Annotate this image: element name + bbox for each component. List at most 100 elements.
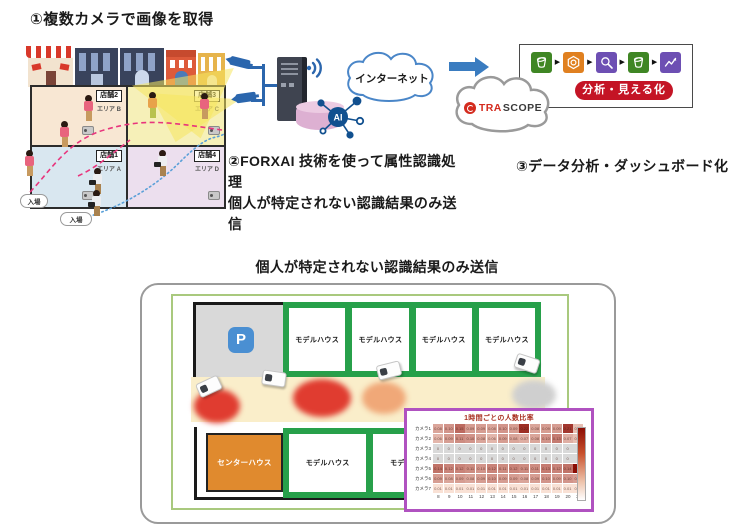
heatmap-cell: 0 xyxy=(530,444,541,453)
heatmap-cell: 0 xyxy=(530,454,541,463)
heatmap-row-label: カメラ6 xyxy=(414,475,431,481)
heatmap-cell: 0.13 xyxy=(540,464,551,473)
heatmap-cell: 0.11 xyxy=(465,464,476,473)
camera-wire xyxy=(251,99,264,102)
person-figure xyxy=(200,93,209,120)
heatmap-cell: 0.12 xyxy=(486,464,497,473)
building-icon xyxy=(120,48,164,87)
step2-caption-line1: ②FORXAI 技術を使って属性認識処理 xyxy=(228,153,456,190)
heatmap-cell: 0.06 xyxy=(486,434,497,443)
heatmap-x-tick: 15 xyxy=(511,494,517,499)
pipeline-arrow-icon: ▶ xyxy=(554,59,561,66)
heatmap-cell: 0.07 xyxy=(562,434,573,443)
model-house-box: モデルハウス xyxy=(415,308,472,371)
heatmap-cell: 0.10 xyxy=(562,474,573,483)
heatmap-cell: 0.01 xyxy=(433,484,443,493)
store-label: 店舗2 xyxy=(96,90,122,103)
heatmap-cell: 0.06 xyxy=(433,434,443,443)
trascope-logo-tra: TRA xyxy=(478,102,502,114)
heatmap-cell: 0.09 xyxy=(540,424,551,433)
ai-label: AI xyxy=(334,113,343,123)
heatmap-cell: 0.09 xyxy=(465,424,476,433)
heatmap-x-tick: 20 xyxy=(565,494,571,499)
heatmap-cell: 0 xyxy=(497,444,508,453)
heatmap-cell: 0 xyxy=(476,454,487,463)
floor-area-b: 店舗2 エリア B xyxy=(32,87,128,147)
heatmap-cell: 0.08 xyxy=(486,424,497,433)
heatmap-cell: 0 xyxy=(476,444,487,453)
heatmap-cell: 0 xyxy=(465,454,476,463)
person-figure xyxy=(89,168,102,195)
heatmap-cell: 0.12 xyxy=(454,464,465,473)
heatmap-x-tick: 18 xyxy=(543,494,549,499)
ai-network-icon: AI xyxy=(317,96,365,139)
heatmap-cell: 0.01 xyxy=(562,484,573,493)
heatmap-x-tick: 17 xyxy=(533,494,539,499)
internet-cloud: インターネット xyxy=(341,47,443,105)
entry-label: 入場 xyxy=(60,212,92,226)
heatmap-cell: 0.01 xyxy=(497,484,508,493)
person-figure xyxy=(148,92,157,119)
heatmap-cell: 0 xyxy=(562,454,573,463)
heatmap-row-label: カメラ3 xyxy=(414,445,431,451)
heatmap-cell: 0.11 xyxy=(519,464,530,473)
pipeline-arrow-icon: ▶ xyxy=(651,59,658,66)
cloud-outline-icon xyxy=(347,51,434,102)
heatmap-cell: 0.09 xyxy=(497,434,508,443)
step1-title: ①複数カメラで画像を取得 xyxy=(30,11,214,28)
site-boundary-line xyxy=(194,427,547,500)
heatmap-cell: 0.10 xyxy=(476,464,487,473)
heatmap-cell: 0.22 xyxy=(519,424,530,433)
heatmap-cell: 0 xyxy=(486,454,497,463)
heatmap-x-tick: 12 xyxy=(479,494,485,499)
dashboard-chart-icon xyxy=(660,52,682,73)
heatmap-cell: 0.09 xyxy=(443,434,454,443)
heatmap-cell: 0.09 xyxy=(530,474,541,483)
cloud-outline-icon xyxy=(455,76,550,133)
heatmap-x-tick: 10 xyxy=(457,494,463,499)
heatmap-row-label: カメラ5 xyxy=(414,465,431,471)
query-search-icon xyxy=(595,52,617,73)
analysis-badge: 分析・見える化 xyxy=(575,81,673,100)
heatmap-cell: 0.21 xyxy=(562,424,573,433)
bottom-title: 個人が特定されない認識結果のみ送信 xyxy=(255,259,499,275)
heatmap-row: カメラ300000000000000 xyxy=(411,444,584,453)
heatmap-cell: 0 xyxy=(443,444,454,453)
heatmap-x-tick: 11 xyxy=(468,494,474,499)
trascope-cloud: TRA SCOPE xyxy=(450,70,556,136)
pipeline-arrow-icon: ▶ xyxy=(587,59,593,66)
heatmap-cell: 0.08 xyxy=(508,434,519,443)
heatmap-x-axis: 89101112131415161718192021 xyxy=(411,494,584,500)
s3-bucket-icon xyxy=(627,52,649,73)
heatmap-cell: 0.09 xyxy=(497,474,508,483)
step3-caption: ③データ分析・ダッシュボード化 xyxy=(516,158,729,174)
model-house-box: モデルハウス xyxy=(352,308,409,371)
pipeline-arrow-icon: ▶ xyxy=(619,59,625,66)
heatmap-cell: 0.08 xyxy=(433,424,443,433)
heatmap-cell: 0.08 xyxy=(476,434,487,443)
heatmap-cell: 0 xyxy=(519,454,530,463)
heatmap-cell: 0.08 xyxy=(519,474,530,483)
heatmap-cell: 0 xyxy=(519,444,530,453)
cctv-camera-icon xyxy=(208,191,220,200)
heatmap-x-tick: 14 xyxy=(500,494,506,499)
heatmap-cell: 0.09 xyxy=(551,474,562,483)
heatmap-cell: 0.01 xyxy=(465,484,476,493)
person-figure xyxy=(88,190,101,217)
center-house-box: センターハウス xyxy=(206,433,283,492)
heatmap-row-label: カメラ7 xyxy=(414,485,431,491)
heatmap-cell: 0.01 xyxy=(540,484,551,493)
heatmap-cell: 0.14 xyxy=(562,464,573,473)
heatmap-cell: 0.10 xyxy=(465,434,476,443)
heatmap-cell: 0.09 xyxy=(433,474,443,483)
floor-area-a: 店舗1 エリア A xyxy=(32,147,128,207)
heatmap-cell: 0 xyxy=(497,454,508,463)
heatmap-x-tick: 19 xyxy=(554,494,560,499)
heatmap-cell: 0.11 xyxy=(454,434,465,443)
camera-wire xyxy=(264,84,277,87)
heatmap-cell: 0 xyxy=(508,444,519,453)
